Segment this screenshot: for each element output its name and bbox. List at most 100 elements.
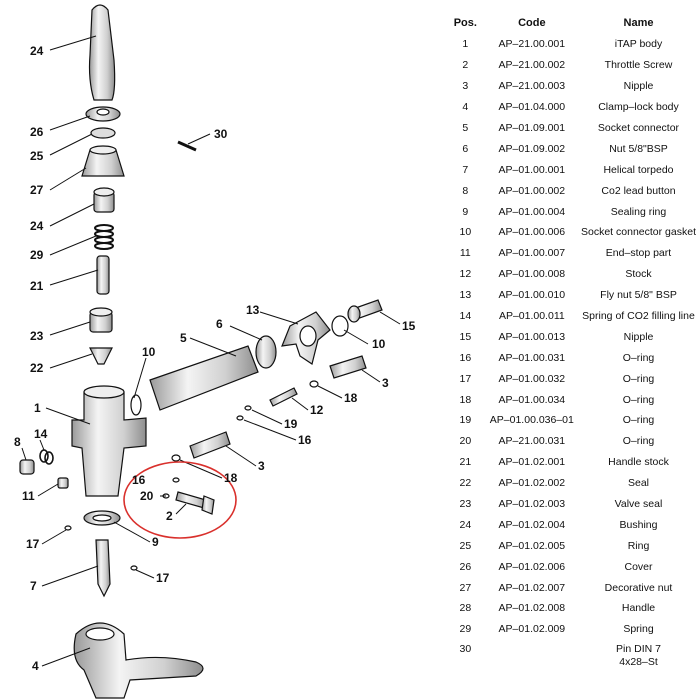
callout-5: 5: [180, 331, 187, 345]
callout-23: 23: [30, 329, 44, 343]
callout-17-right: 17: [156, 571, 170, 585]
cell-pos: 22: [459, 477, 472, 490]
callout-4: 4: [32, 659, 39, 673]
cell-name: Spring of CO2 filling line: [582, 310, 695, 323]
cell-name: Seal: [627, 477, 649, 490]
cell-name: iTAP body: [614, 38, 663, 51]
cell-pos: 2: [462, 59, 469, 72]
callout-8: 8: [14, 435, 21, 449]
leader-lines: [21, 35, 401, 667]
cell-name: O–ring: [622, 414, 655, 427]
cell-pos: 3: [462, 80, 469, 93]
table-row: 18 AP–01.00.034 O–ring: [448, 389, 696, 410]
callout-7: 7: [30, 579, 37, 593]
cell-code: AP–01.09.001: [498, 122, 566, 134]
cell-code: AP–01.00.036–01: [489, 414, 574, 427]
cell-name: Handle: [621, 602, 656, 615]
cell-name: Socket connector gasket: [581, 226, 696, 239]
cell-name: Socket connector: [597, 122, 680, 134]
callout-3: 3: [382, 376, 389, 390]
cell-pos: 14: [459, 310, 472, 323]
part-10-gasket: [130, 394, 142, 416]
cell-name: Ring: [627, 539, 650, 552]
cell-pos: 23: [459, 498, 472, 511]
cell-code: AP–01.04.000: [498, 101, 566, 114]
cell-name: O–ring: [622, 372, 655, 385]
cell-name: O–ring: [622, 393, 655, 406]
callout-16: 16: [298, 433, 312, 447]
cell-code: AP–01.00.007: [498, 247, 566, 260]
part-1-itap-body: [71, 391, 147, 497]
cell-pos: 26: [459, 560, 472, 573]
cell-pos: 16: [459, 351, 472, 364]
part-28-handle: [88, 4, 116, 101]
cell-name: Nut 5/8"BSP: [609, 142, 668, 155]
cell-pos: 19: [459, 414, 472, 427]
cell-name: Decorative nut: [604, 581, 673, 594]
part-11-end-stop: [57, 477, 69, 489]
cell-pos: 6: [462, 142, 469, 155]
cell-pos: 7: [462, 163, 469, 176]
cell-code: AP–01.00.034: [498, 393, 566, 406]
cell-pos: 17: [459, 372, 472, 385]
cell-code: AP–01.00.011: [498, 310, 565, 323]
part-3-nipple: [329, 355, 367, 379]
cell-pos: 11: [459, 247, 471, 260]
callout-14: 14: [34, 427, 48, 441]
callout-25: 25: [30, 149, 44, 163]
part-17-o-ring: [64, 525, 72, 531]
callout-26: 26: [30, 125, 44, 139]
cell-pos: 21: [459, 456, 472, 469]
part-4-clamp-lock-body: [73, 622, 204, 699]
callout-10-right: 10: [372, 337, 386, 351]
table-row: 14 AP–01.00.011 Spring of CO2 filling line: [448, 306, 696, 327]
header-code: Code: [518, 17, 546, 29]
callout-29: 29: [30, 248, 44, 262]
callout-11: 11: [22, 489, 35, 503]
cell-code: AP–01.00.004: [498, 205, 566, 218]
cell-name: O–ring: [622, 435, 655, 448]
cell-name-line2: 4x28–St: [619, 655, 658, 668]
cell-name: Cover: [624, 560, 653, 573]
callout-27: 27: [30, 183, 44, 197]
part-29-spring: [94, 224, 114, 250]
cell-pos: 28: [459, 602, 472, 615]
header-pos: Pos.: [453, 17, 477, 29]
part-8-lead-button: [19, 459, 35, 475]
cell-pos: 20: [459, 435, 472, 448]
cell-name: End–stop part: [605, 247, 672, 260]
callout-28: 24: [30, 44, 44, 58]
cell-code: AP–01.00.010: [498, 289, 566, 302]
table-row: 17 AP–01.00.032 O–ring: [448, 368, 696, 389]
callout-15: 15: [402, 319, 416, 333]
exploded-parts-diagram: 24 26 25 27 24 29 21 23 22 1 10 5 6 13 1…: [14, 4, 416, 699]
part-30-pin: [177, 140, 197, 152]
cell-pos: 4: [462, 101, 469, 114]
cell-pos: 18: [459, 393, 472, 406]
callout-12: 12: [310, 403, 324, 417]
part-21-handle-stock: [96, 255, 110, 295]
part-25-ring: [90, 127, 116, 139]
cell-code: AP–01.00.032: [498, 372, 566, 385]
part-3-nipple-lower: [189, 431, 231, 459]
part-16-o-ring: [236, 415, 244, 421]
part-19-o-ring: [244, 405, 252, 411]
table-row: 19 AP–01.00.036–01 O–ring: [448, 410, 696, 431]
cell-pos: 25: [459, 539, 472, 552]
cell-code: AP–01.00.001: [498, 163, 566, 176]
